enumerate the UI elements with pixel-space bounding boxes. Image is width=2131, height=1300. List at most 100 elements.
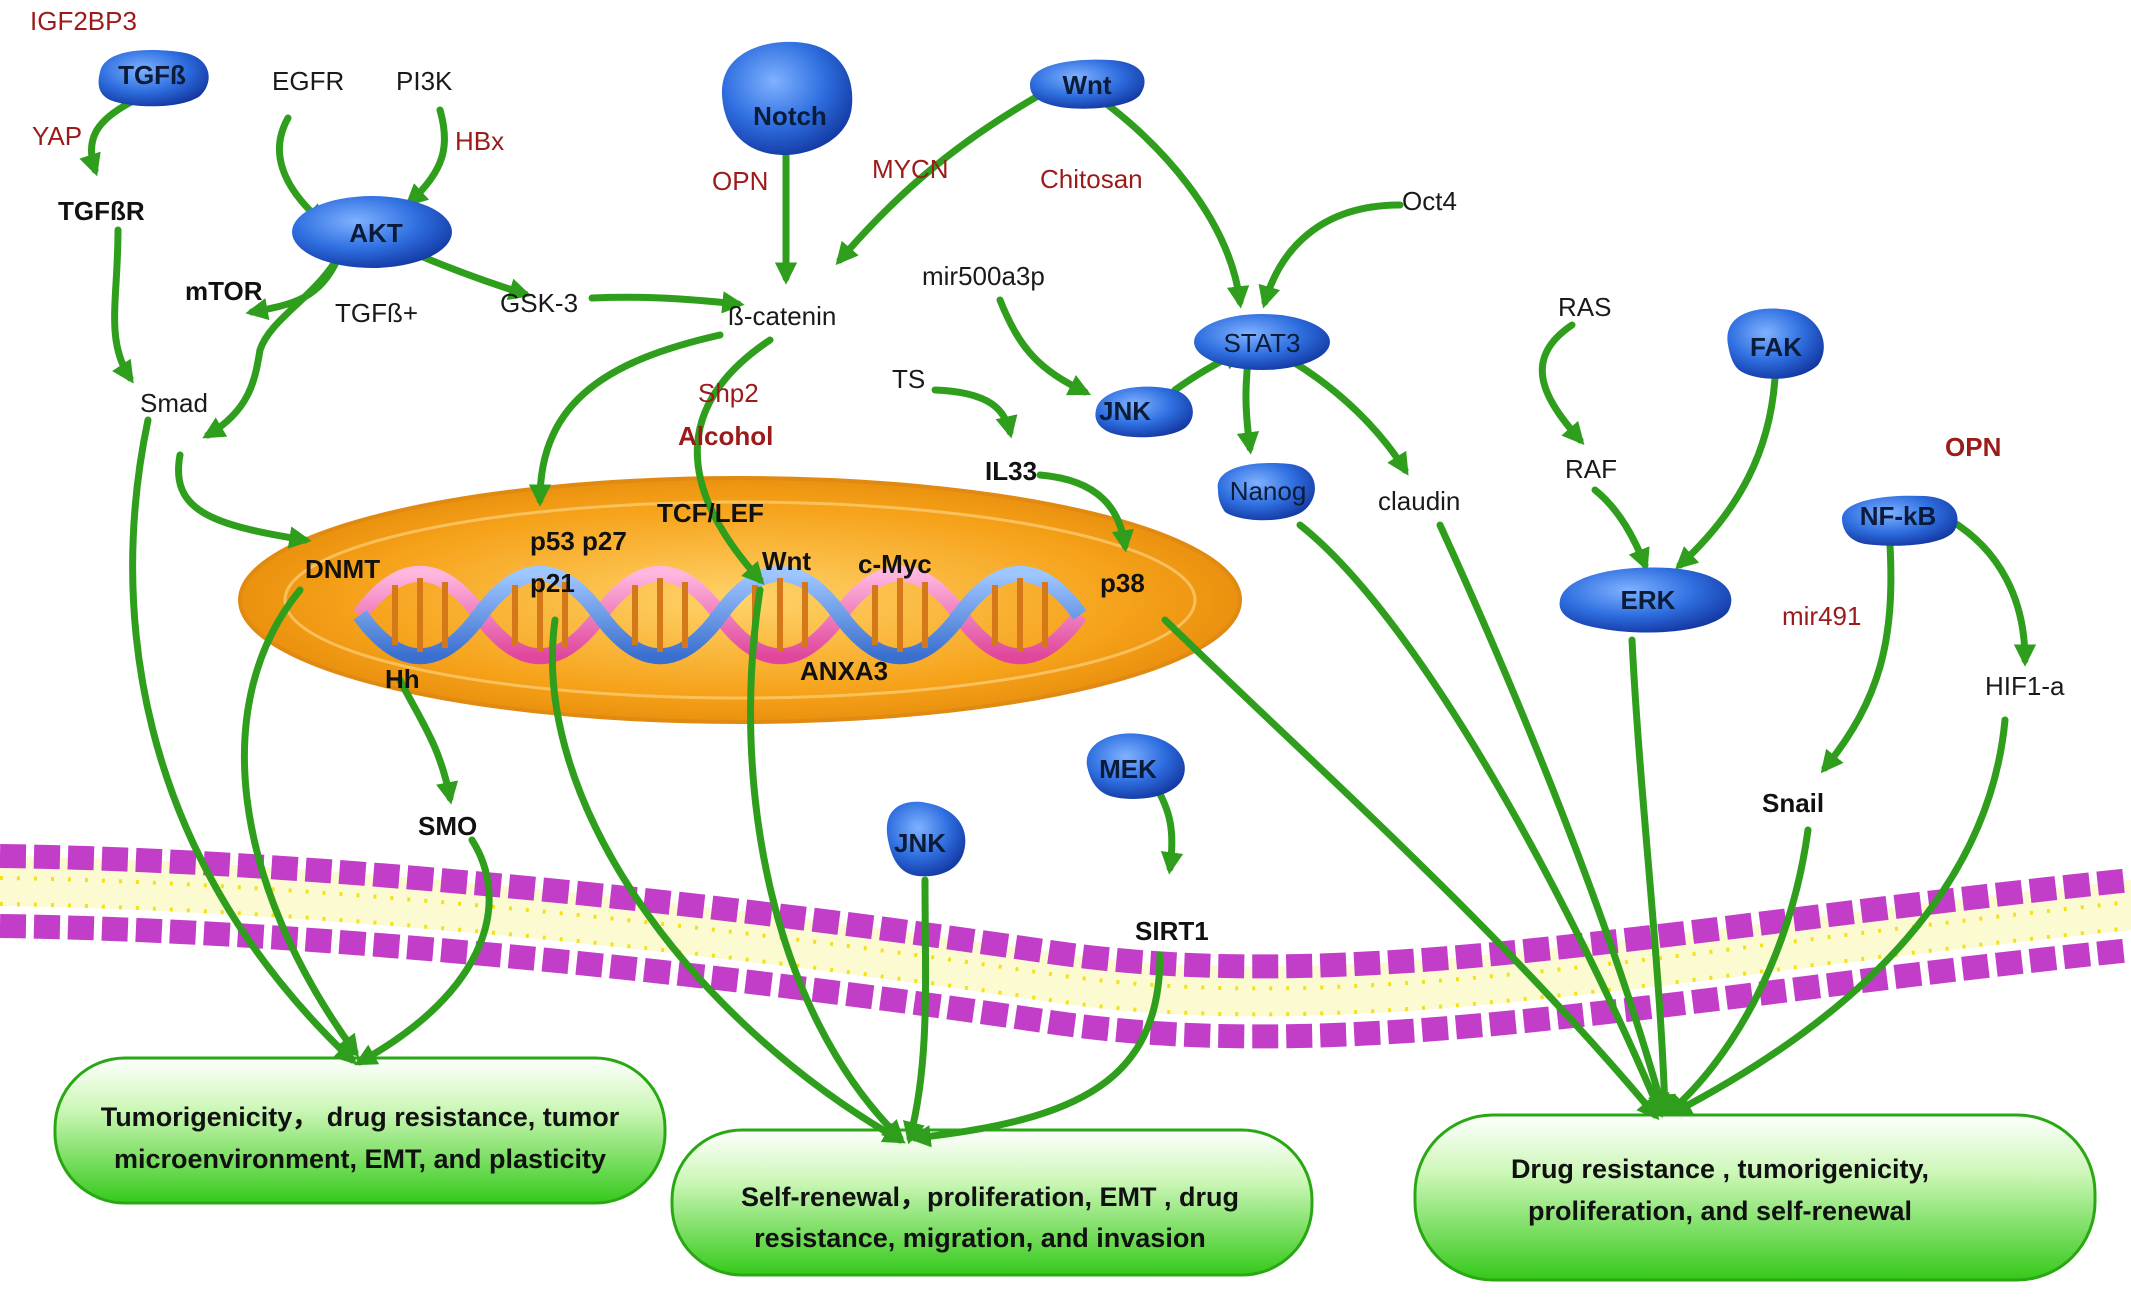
label-mir491: mir491 bbox=[1782, 601, 1861, 631]
arrow-hh-smo bbox=[396, 676, 459, 805]
label-egfr: EGFR bbox=[272, 66, 344, 96]
arrow-stat3-nanog bbox=[1236, 356, 1260, 455]
arrow-egfr-akt bbox=[275, 114, 328, 227]
dna-helix bbox=[353, 565, 1087, 665]
arrow-tgfb-tgfbr bbox=[79, 96, 139, 177]
label-tgfb-plus: TGFß+ bbox=[335, 298, 418, 328]
node-notch-label: Notch bbox=[753, 101, 827, 131]
arrow-smad-outcome-left bbox=[129, 416, 357, 1065]
arrow-fak-erk bbox=[1675, 374, 1779, 570]
label-ts: TS bbox=[892, 364, 925, 394]
label-hif1a: HIF1-a bbox=[1985, 671, 2065, 701]
label-p53-p27: p53 p27 bbox=[530, 526, 627, 556]
label-yap: YAP bbox=[32, 121, 82, 151]
label-hbx: HBx bbox=[455, 126, 504, 156]
label-smo: SMO bbox=[418, 811, 477, 841]
arrow-bcatenin-p53 bbox=[528, 331, 724, 507]
arrow-claudin-outcome-right bbox=[1436, 521, 1670, 1117]
arrow-dnmt-outcome-left bbox=[240, 586, 359, 1058]
label-shp2: Shp2 bbox=[698, 378, 759, 408]
label-hh: Hh bbox=[385, 664, 420, 694]
node-erk-label: ERK bbox=[1621, 585, 1676, 615]
label-pi3k: PI3K bbox=[396, 66, 453, 96]
arrow-wnt-bcatenin bbox=[835, 88, 1049, 266]
arrow-gsk3-bcatenin bbox=[588, 291, 745, 314]
node-fak-label: FAK bbox=[1750, 332, 1802, 362]
label-oct4: Oct4 bbox=[1402, 186, 1457, 216]
outcome-left-line1: Tumorigenicity， drug resistance, tumor bbox=[101, 1102, 620, 1132]
label-chitosan: Chitosan bbox=[1040, 164, 1143, 194]
outcome-right: Drug resistance , tumorigenicity, prolif… bbox=[1413, 1113, 2097, 1282]
label-tgfbr: TGFßR bbox=[58, 196, 145, 226]
arrow-nfkb-hif1a bbox=[1946, 516, 2037, 667]
arrow-p21-outcome-middle bbox=[548, 616, 906, 1144]
label-p38: p38 bbox=[1100, 568, 1145, 598]
arrow-ts-il33 bbox=[931, 386, 1018, 439]
node-jnk-low: JNK bbox=[886, 801, 966, 877]
label-c-myc: c-Myc bbox=[858, 549, 932, 579]
node-wnt-top-label: Wnt bbox=[1062, 70, 1111, 100]
label-tcf-lef: TCF/LEF bbox=[657, 498, 764, 528]
node-tgfb-label: TGFß bbox=[118, 60, 186, 90]
outcome-middle-line2: resistance, migration, and invasion bbox=[754, 1223, 1206, 1253]
cell-membrane bbox=[0, 844, 2131, 1049]
node-stat3-label: STAT3 bbox=[1223, 328, 1300, 358]
outcome-right-line2: proliferation, and self-renewal bbox=[1528, 1196, 1912, 1226]
arrow-wnt-stat3 bbox=[1086, 88, 1250, 309]
arrow-pi3k-akt bbox=[405, 106, 449, 207]
arrow-wnt-outcome-middle bbox=[747, 586, 905, 1143]
node-fak: FAK bbox=[1727, 308, 1824, 379]
arrow-jnk-outcome-middle bbox=[903, 876, 930, 1145]
label-gsk3: GSK-3 bbox=[500, 288, 578, 318]
node-jnk-mid-label: JNK bbox=[1099, 396, 1151, 426]
pathway-labels: IGF2BP3 YAP TGFßR EGFR PI3K HBx mTOR TGF… bbox=[30, 6, 2065, 946]
outcome-right-line1: Drug resistance , tumorigenicity, bbox=[1511, 1154, 1929, 1184]
arrow-mek-sirt1 bbox=[1151, 781, 1184, 875]
label-bcatenin: ß-catenin bbox=[728, 301, 836, 331]
node-wnt-top: Wnt bbox=[1030, 59, 1145, 109]
arrow-smad-dnmt bbox=[175, 451, 312, 549]
label-smad: Smad bbox=[140, 388, 208, 418]
label-dnmt: DNMT bbox=[305, 554, 380, 584]
arrow-p38-outcome-right bbox=[1161, 616, 1660, 1121]
arrow-tgfbr-smad bbox=[111, 226, 134, 384]
arrow-stat3-claudin bbox=[1286, 356, 1409, 476]
node-mek: MEK bbox=[1086, 733, 1185, 799]
label-opn-right: OPN bbox=[1945, 432, 2001, 462]
node-notch: Notch bbox=[721, 41, 853, 156]
outcome-left-line2: microenvironment, EMT, and plasticity bbox=[114, 1144, 606, 1174]
node-nanog-label: Nanog bbox=[1230, 476, 1307, 506]
nucleus-labels: DNMT p53 p27 p21 TCF/LEF Wnt c-Myc p38 A… bbox=[305, 498, 1145, 694]
node-stat3: STAT3 bbox=[1194, 314, 1330, 370]
outcome-middle-line1: Self-renewal，proliferation, EMT , drug bbox=[741, 1182, 1239, 1212]
label-igf2bp3: IGF2BP3 bbox=[30, 6, 137, 36]
node-erk: ERK bbox=[1559, 567, 1732, 633]
arrow-mir500-jnk bbox=[996, 296, 1092, 396]
node-akt: AKT bbox=[292, 196, 452, 268]
label-opn-notch: OPN bbox=[712, 166, 768, 196]
pathway-arrows bbox=[79, 88, 2037, 1148]
label-mir500a3p: mir500a3p bbox=[922, 261, 1045, 291]
arrow-akt-smad bbox=[202, 258, 339, 439]
label-nucleus-wnt: Wnt bbox=[762, 546, 811, 576]
node-mek-label: MEK bbox=[1099, 754, 1157, 784]
arrow-ras-raf bbox=[1538, 321, 1585, 446]
label-sirt1: SIRT1 bbox=[1135, 916, 1209, 946]
node-nfkb: NF-kB bbox=[1841, 495, 1958, 546]
arrow-smo-outcome-left bbox=[354, 836, 493, 1066]
arrow-snail-outcome-right bbox=[1664, 826, 1812, 1117]
arrow-oct4-stat3 bbox=[1258, 201, 1404, 309]
label-claudin: claudin bbox=[1378, 486, 1460, 516]
label-il33: IL33 bbox=[985, 456, 1037, 486]
node-nanog: Nanog bbox=[1217, 463, 1315, 521]
label-ras: RAS bbox=[1558, 292, 1611, 322]
node-jnk-mid: JNK bbox=[1095, 386, 1193, 438]
label-raf: RAF bbox=[1565, 454, 1617, 484]
arrow-erk-outcome-right bbox=[1628, 636, 1676, 1117]
label-mtor: mTOR bbox=[185, 276, 263, 306]
node-jnk-low-label: JNK bbox=[894, 828, 946, 858]
node-tgfb: TGFß bbox=[98, 50, 209, 107]
label-alcohol: Alcohol bbox=[678, 421, 773, 451]
